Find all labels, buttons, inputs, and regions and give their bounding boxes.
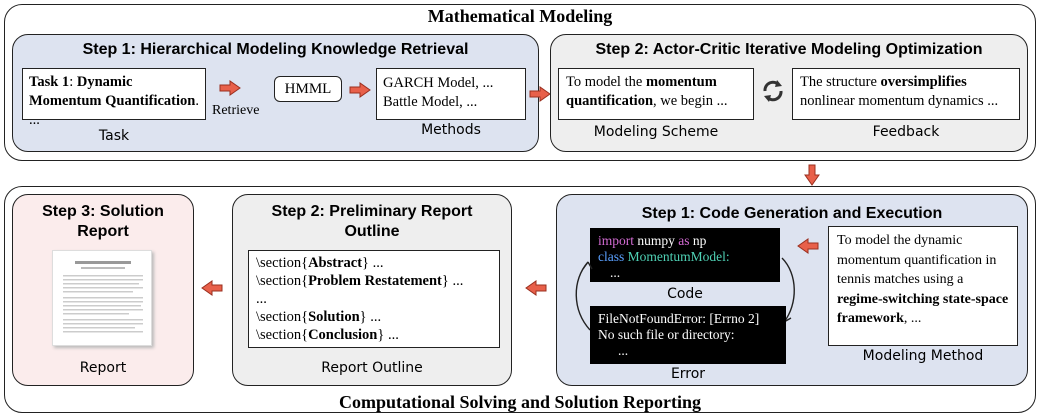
scheme-suffix: , we begin ... xyxy=(653,93,728,109)
task-tail: . ... xyxy=(29,93,199,128)
code-module: numpy xyxy=(637,233,675,248)
report-caption: Report xyxy=(79,360,127,376)
code-line-class: class MomentumModel: xyxy=(598,249,772,265)
report-document-thumbnail xyxy=(52,250,152,346)
computational-solving-title: Computational Solving and Solution Repor… xyxy=(338,392,702,412)
outline-section-name: Abstract xyxy=(308,255,363,271)
outline-section-name: Solution xyxy=(308,309,360,325)
outline-close: } ... xyxy=(377,327,399,343)
code-alias: np xyxy=(692,233,707,248)
method-to-code-arrow xyxy=(797,238,819,254)
methods-box: GARCH Model, ... Battle Model, ... xyxy=(376,68,526,120)
task-separator: : xyxy=(69,74,77,90)
outline-section-name: Problem Restatement xyxy=(308,273,442,289)
scheme-bold-quantification: quantification xyxy=(566,93,654,109)
error-line1: FileNotFoundError: [Errno 2] xyxy=(598,311,760,326)
outline-cmd: \section{ xyxy=(256,273,309,289)
outline-line-ellipsis: ... xyxy=(256,290,492,308)
modeling-method-box: To model the dynamic momentum quantifica… xyxy=(828,226,1018,346)
hmml-box: HMML xyxy=(274,76,342,102)
task-number: Task 1 xyxy=(29,74,70,90)
code-line-import: import numpy as np xyxy=(598,233,772,249)
outline-line-conclusion: \section{Conclusion} ... xyxy=(256,326,492,344)
modeling-scheme-caption: Modeling Scheme xyxy=(593,124,719,140)
down-arrow xyxy=(804,164,820,186)
outline-section-name: Conclusion xyxy=(308,327,378,343)
task-caption: Task xyxy=(98,128,130,144)
feedback-bold: oversimplifies xyxy=(880,74,967,90)
scheme-bold-momentum: momentum xyxy=(645,74,717,90)
modeling-scheme-box: To model the momentum quantification, we… xyxy=(558,68,754,120)
retrieve-arrow xyxy=(219,80,241,96)
outline-cmd: \section{ xyxy=(256,255,309,271)
methods-caption: Methods xyxy=(421,122,481,138)
retrieve-label: Retrieve xyxy=(212,103,260,118)
task-box: Task 1: Dynamic Momentum Quantification.… xyxy=(22,68,206,128)
outline-line-abstract: \section{Abstract} ... xyxy=(256,254,492,272)
outline-cmd: \section{ xyxy=(256,309,309,325)
retrieval-step-title: Step 1: Hierarchical Modeling Knowledge … xyxy=(82,41,469,58)
error-ellipsis: ... xyxy=(618,343,629,358)
modeling-method-caption: Modeling Method xyxy=(862,348,984,364)
error-line2: No such file or directory: xyxy=(598,327,735,342)
hmml-to-methods-arrow xyxy=(349,82,371,98)
outline-cmd: \section{ xyxy=(256,327,309,343)
method-tail: , ... xyxy=(903,311,922,326)
feedback-prefix: The structure xyxy=(800,74,881,90)
report-outline-title: Step 2: Preliminary Report Outline xyxy=(271,203,473,240)
mathematical-modeling-title: Mathematical Modeling xyxy=(427,6,613,26)
step1-to-step2-arrow xyxy=(529,86,551,102)
optimization-step-title: Step 2: Actor-Critic Iterative Modeling … xyxy=(595,41,983,58)
outline-ellipsis: ... xyxy=(256,291,267,307)
refresh-cycle-icon xyxy=(763,80,783,102)
method-plain-text: To model the dynamic momentum quantifica… xyxy=(837,233,997,287)
method-bold-text: regime-switching state-space framework xyxy=(837,291,1009,327)
solution-report-title: Step 3: Solution Report xyxy=(42,203,164,240)
feedback-caption: Feedback xyxy=(872,124,940,140)
feedback-line2: nonlinear momentum dynamics ... xyxy=(800,93,999,109)
task-name: Dynamic Momentum Quantification xyxy=(29,74,196,109)
code-generation-title: Step 1: Code Generation and Execution xyxy=(641,205,943,222)
code-keyword: class xyxy=(598,249,625,264)
report-page-lines xyxy=(63,261,143,333)
code-ellipsis: ... xyxy=(610,265,621,280)
scheme-prefix: To model the xyxy=(566,74,646,90)
code-box: import numpy as np class MomentumModel: … xyxy=(590,228,780,282)
error-caption: Error xyxy=(670,366,706,382)
error-box: FileNotFoundError: [Errno 2] No such fil… xyxy=(590,306,786,364)
method-garch: GARCH Model, ... xyxy=(383,75,494,91)
outline-close: } ... xyxy=(359,309,382,325)
feedback-box: The structure oversimplifies nonlinear m… xyxy=(792,68,1020,120)
outline-line-problem: \section{Problem Restatement} ... xyxy=(256,272,492,290)
code-keyword: as xyxy=(678,233,690,248)
method-battle: Battle Model, ... xyxy=(383,94,478,110)
code-to-outline-arrow xyxy=(525,280,547,296)
outline-line-solution: \section{Solution} ... xyxy=(256,308,492,326)
code-class-name: MomentumModel: xyxy=(627,249,730,264)
report-outline-caption: Report Outline xyxy=(321,360,423,376)
outline-close: } ... xyxy=(362,255,384,271)
outline-box: \section{Abstract} ... \section{Problem … xyxy=(248,250,500,348)
code-keyword: import xyxy=(598,233,634,248)
outline-close: } ... xyxy=(441,273,464,289)
outline-to-report-arrow xyxy=(201,280,223,296)
code-caption: Code xyxy=(667,286,703,302)
